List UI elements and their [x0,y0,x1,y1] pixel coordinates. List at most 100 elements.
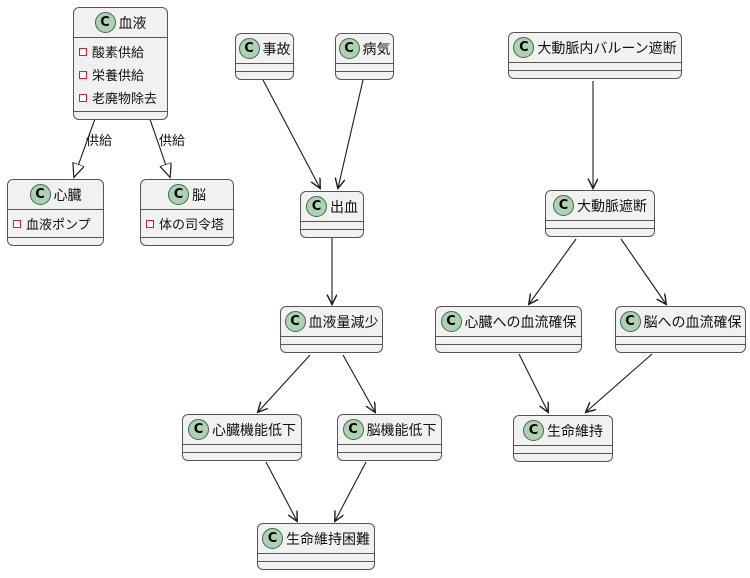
fields-compartment [514,445,612,453]
fields-compartment: 体の司令塔 [141,209,233,237]
field-row: 老廃物除去 [74,86,167,109]
class-title: 病気 [362,41,391,58]
arrow-accident-to-bleeding [262,79,320,188]
field-icon [146,219,154,228]
field-icon [79,93,87,102]
class-disease: C 病気 [335,33,394,80]
field-icon [79,47,87,56]
class-brain: C 脳 体の司令塔 [140,179,234,246]
class-stereotype-icon: C [513,37,535,58]
fields-compartment: 血液ポンプ [8,209,103,237]
class-header: C 血液量減少 [281,307,382,336]
arrow-aortablock-to-brainflow [620,238,666,304]
class-header: C 大動脈遮断 [546,191,654,220]
methods-compartment [514,453,612,461]
class-life-maintain: C 生命維持 [513,415,613,462]
methods-compartment [616,344,745,352]
class-bleeding: C 出血 [300,191,364,238]
class-title: 血液量減少 [308,314,379,331]
fields-compartment [258,553,374,561]
class-title: 心臓 [53,187,82,204]
class-title: 生命維持 [547,423,603,440]
edge-label-supply-heart: 供給 [86,134,113,149]
methods-compartment [281,344,382,352]
arrow-disease-to-bleeding [338,79,364,188]
class-stereotype-icon: C [284,311,306,332]
class-stereotype-icon: C [523,420,544,441]
class-blood-loss: C 血液量減少 [280,306,383,353]
fields-compartment [616,336,745,344]
class-title: 心臓機能低下 [212,422,296,439]
class-title: 生命維持困難 [286,531,370,548]
field-row: 酸素供給 [74,40,167,63]
class-header: C 病気 [336,34,393,63]
fields-compartment [236,63,293,71]
field-label: 血液ポンプ [26,218,91,233]
class-title: 脳への血流確保 [643,314,742,331]
fields-compartment [183,444,301,452]
class-blood: C 血液 酸素供給 栄養供給 老廃物除去 [73,7,168,120]
methods-compartment [236,71,293,79]
field-row: 体の司令塔 [141,212,233,235]
fields-compartment: 酸素供給 栄養供給 老廃物除去 [74,37,167,111]
class-stereotype-icon: C [29,184,51,205]
class-life-difficulty: C 生命維持困難 [257,523,375,570]
class-stereotype-icon: C [619,311,641,332]
class-header: C 心臓機能低下 [183,415,301,444]
fields-compartment [509,62,681,70]
methods-compartment [509,70,681,78]
methods-compartment [8,237,103,245]
class-title: 血液 [118,15,147,32]
fields-compartment [281,336,382,344]
field-label: 酸素供給 [92,46,145,61]
arrow-heartflow-to-lifemaintain [518,353,548,412]
class-stereotype-icon: C [188,419,209,440]
class-header: C 心臓への血流確保 [436,307,581,336]
field-icon [13,219,21,228]
methods-compartment [338,452,441,460]
class-brain-flow: C 脳への血流確保 [615,306,746,353]
class-balloon-occlusion: C 大動脈内バルーン遮断 [508,32,682,79]
class-aorta-block: C 大動脈遮断 [545,190,655,237]
class-header: C 大動脈内バルーン遮断 [509,33,681,62]
field-label: 老廃物除去 [92,92,158,107]
class-heart-decline: C 心臓機能低下 [182,414,302,461]
class-title: 大動脈内バルーン遮断 [537,40,677,57]
arrow-braindecline-to-lifedifficulty [335,461,367,521]
class-header: C 脳機能低下 [338,415,441,444]
class-heart: C 心臓 血液ポンプ [7,179,104,246]
class-title: 脳機能低下 [366,422,437,439]
class-header: C 心臓 [8,180,103,209]
methods-compartment [336,71,393,79]
edge-label-supply-brain: 供給 [159,134,186,149]
methods-compartment [183,452,301,460]
fields-compartment [336,63,393,71]
arrow-aortablock-to-heartflow [529,238,577,304]
class-stereotype-icon: C [440,311,462,332]
class-header: C 生命維持困難 [258,524,374,553]
class-header: C 脳への血流確保 [616,307,745,336]
class-title: 大動脈遮断 [577,198,647,215]
class-header: C 生命維持 [514,416,612,445]
field-label: 栄養供給 [92,69,145,84]
fields-compartment [546,220,654,228]
class-header: C 出血 [301,192,363,221]
class-stereotype-icon: C [262,528,283,549]
class-accident: C 事故 [235,33,294,80]
methods-compartment [301,229,363,237]
field-row: 血液ポンプ [8,212,103,235]
field-row: 栄養供給 [74,63,167,86]
methods-compartment [258,561,374,569]
methods-compartment [141,237,233,245]
class-title: 脳 [192,187,206,204]
methods-compartment [546,228,654,236]
class-stereotype-icon: C [94,12,116,33]
fields-compartment [436,336,581,344]
class-title: 事故 [262,41,291,58]
class-stereotype-icon: C [342,419,364,440]
field-icon [79,70,87,79]
class-stereotype-icon: C [238,38,260,59]
class-title: 心臓への血流確保 [464,314,577,331]
class-stereotype-icon: C [306,196,327,217]
